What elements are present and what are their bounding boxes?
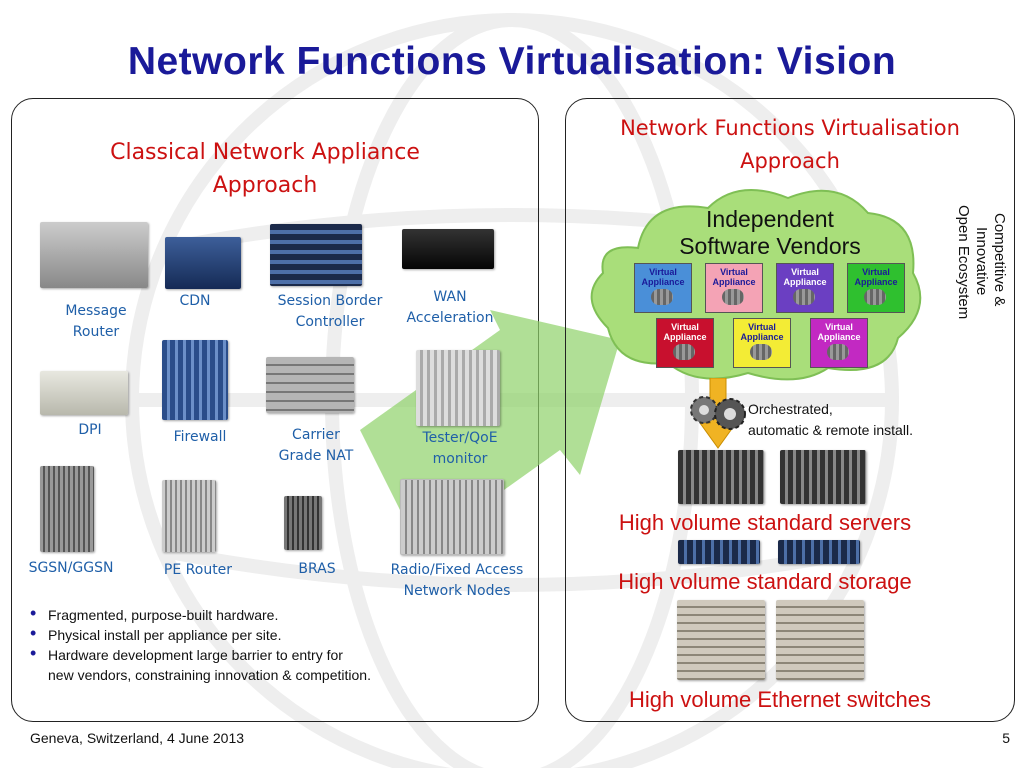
svg-text:Competitive &: Competitive & [991,213,1008,306]
classical-approach-heading: Classical Network Appliance Approach [95,136,435,202]
ethernet-switch-2 [776,600,864,680]
cdn-device [165,237,241,289]
bullet-item-continuation: new vendors, constraining innovation & c… [48,667,371,683]
page-number: 5 [1002,730,1010,746]
gears-icon [722,289,744,305]
footer-location-date: Geneva, Switzerland, 4 June 2013 [30,730,245,746]
switches-label: High volume Ethernet switches [628,687,932,712]
orchestrated-caption: Orchestrated,automatic & remote install. [748,401,913,438]
gears-icon [750,344,772,360]
virtual-appliance-label: Virtual Appliance [854,267,898,287]
bullet-item: Fragmented, purpose-built hardware. [28,603,508,625]
message-router-device [40,222,148,288]
virtual-appliance-pink: Virtual Appliance [705,263,763,313]
classical-drawbacks-list: Fragmented, purpose-built hardware. Phys… [28,603,508,685]
virtual-appliance-blue: Virtual Appliance [634,263,692,313]
session-border-controller-device [270,224,362,286]
page-title: Network Functions Virtualisation: Vision [127,40,897,83]
svg-text:Innovative: Innovative [973,227,990,295]
virtual-appliance-yellow: Virtual Appliance [733,318,791,368]
pe-router-device [162,480,216,552]
device-label-bras: BRAS [298,561,336,577]
virtual-appliance-magenta: Virtual Appliance [810,318,868,368]
gears-icon [673,344,695,360]
classical-heading-line2: Approach [212,173,318,198]
gears-icon [864,289,886,305]
gears-icon [651,289,673,305]
servers-label: High volume standard servers [618,510,912,535]
nfv-heading-line1: Network Functions Virtualisation [620,116,960,140]
server-rack-1 [678,450,764,504]
device-label-sgsn-ggsn: SGSN/GGSN [28,560,114,576]
ecosystem-vertical-text: Competitive & Innovative Open Ecosystem [955,205,1008,319]
carrier-grade-nat-device [266,357,354,413]
storage-unit-2 [778,540,860,564]
virtual-appliance-label: Virtual Appliance [712,267,756,287]
wan-acceleration-device [402,229,494,269]
virtual-appliance-red: Virtual Appliance [656,318,714,368]
virtual-appliance-green: Virtual Appliance [847,263,905,313]
virtual-appliance-label: Virtual Appliance [740,322,784,342]
device-label-dpi: DPI [78,422,102,438]
gears-icon [827,344,849,360]
radio-fixed-access-device [400,479,504,555]
virtual-appliance-label: Virtual Appliance [663,322,707,342]
virtual-appliance-label: Virtual Appliance [641,267,685,287]
virtual-appliance-label: Virtual Appliance [783,267,827,287]
gears-icon [793,289,815,305]
nfv-heading-line2: Approach [740,149,840,173]
tester-qoe-monitor-device [416,350,500,426]
bras-device [284,496,322,550]
dpi-device [40,371,128,415]
sgsn-ggsn-device [40,466,94,552]
device-label-pe-router: PE Router [163,562,233,578]
virtual-appliance-purple: Virtual Appliance [776,263,834,313]
nfv-approach-panel [565,98,1015,722]
bullet-item: Physical install per appliance per site. [28,623,508,645]
storage-label: High volume standard storage [618,569,912,594]
device-label-firewall: Firewall [173,429,227,445]
firewall-device [162,340,228,420]
svg-text:Open Ecosystem: Open Ecosystem [955,205,972,319]
virtual-appliance-label: Virtual Appliance [817,322,861,342]
server-rack-2 [780,450,866,504]
classical-heading-line1: Classical Network Appliance [110,140,420,165]
gears-icon [690,396,746,430]
ethernet-switch-1 [677,600,765,680]
bullet-item: Hardware development large barrier to en… [28,643,508,665]
nfv-approach-heading: Network Functions Virtualisation Approac… [590,112,990,178]
storage-unit-1 [678,540,760,564]
device-label-cdn: CDN [179,293,211,309]
